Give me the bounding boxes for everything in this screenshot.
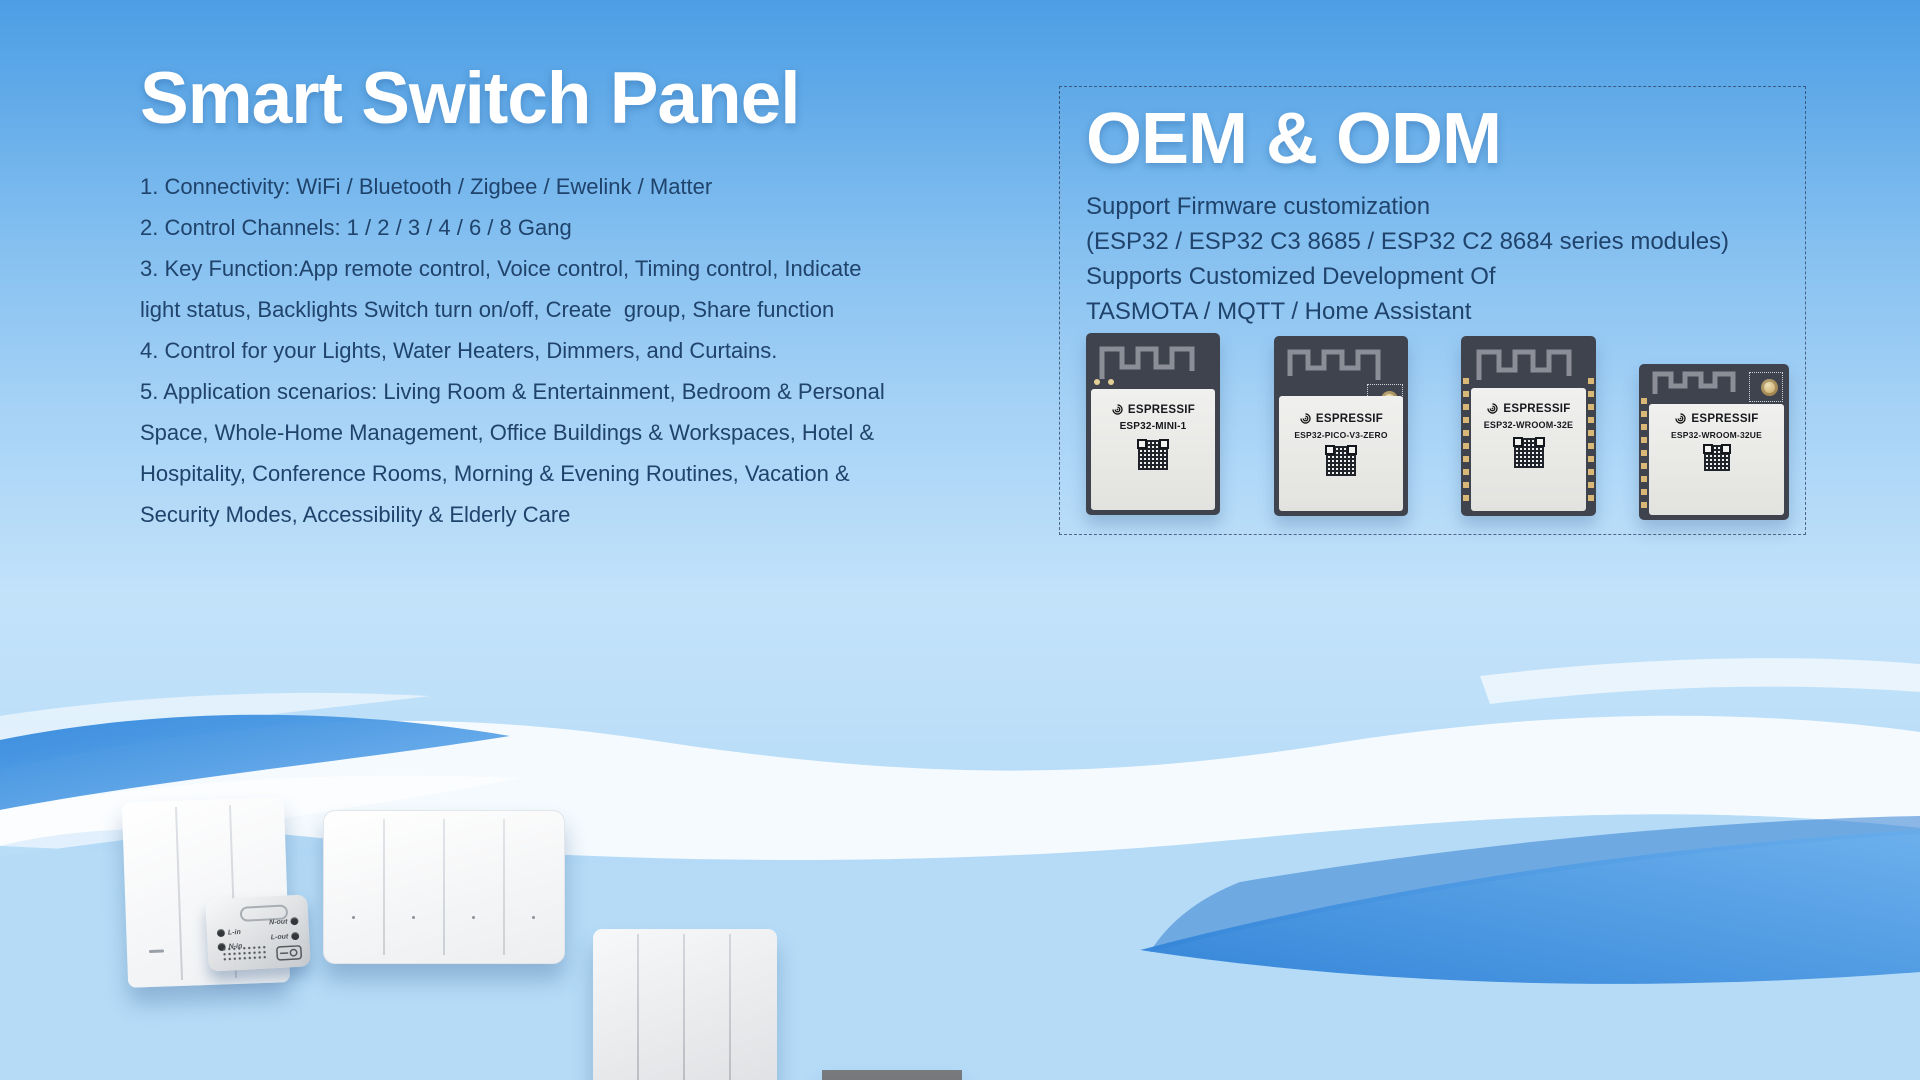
terminal: [216, 928, 226, 938]
module-name: ESP32-PICO-V3-ZERO: [1294, 430, 1388, 440]
feature-line: 3. Key Function:App remote control, Voic…: [140, 256, 862, 281]
page-title: Smart Switch Panel: [140, 58, 801, 139]
product-3gang-rocker-with-relay: L-in N-in N-out L-out: [121, 797, 325, 990]
module-shield: ESPRESSIF ESP32-MINI-1: [1091, 389, 1215, 510]
module-name: ESP32-MINI-1: [1119, 421, 1187, 432]
pcb-pad: [1108, 379, 1114, 385]
brand-label: ESPRESSIF: [1315, 412, 1384, 425]
espressif-logo-icon: [1487, 403, 1499, 414]
module-name: ESP32-WROOM-32E: [1483, 420, 1574, 430]
rocker-indicator: [412, 916, 415, 919]
feature-line: light status, Backlights Switch turn on/…: [140, 297, 835, 322]
oem-line: (ESP32 / ESP32 C3 8685 / ESP32 C2 8684 s…: [1086, 228, 1730, 255]
esp32-module-wroom-32e: ESPRESSIF ESP32-WROOM-32E: [1461, 336, 1596, 516]
feature-line: 2. Control Channels: 1 / 2 / 3 / 4 / 6 /…: [140, 215, 572, 240]
feature-line: Hospitality, Conference Rooms, Morning &…: [140, 461, 850, 486]
esp32-module-wroom-32ue: ESPRESSIF ESP32-WROOM-32UE: [1639, 364, 1789, 520]
espressif-logo-icon: [1300, 413, 1311, 424]
feature-line: Space, Whole-Home Management, Office Bui…: [140, 420, 875, 445]
product-4gang-backlit-panel: [593, 929, 777, 1080]
esp32-module-mini-1: ESPRESSIF ESP32-MINI-1: [1086, 333, 1220, 515]
feature-list: 1. Connectivity: WiFi / Bluetooth / Zigb…: [140, 166, 1000, 535]
espressif-logo-icon: [1675, 413, 1687, 424]
qr-code: [1137, 439, 1169, 470]
brand-label: ESPRESSIF: [1691, 412, 1759, 425]
oem-line: TASMOTA / MQTT / Home Assistant: [1086, 298, 1472, 325]
pcb-pad: [1094, 379, 1100, 385]
oem-line: Support Firmware customization: [1086, 193, 1431, 220]
rocker-indicator: [532, 916, 535, 919]
terminal-label: L-in: [227, 928, 241, 937]
castellated-pads: [1641, 398, 1647, 514]
feature-line: Security Modes, Accessibility & Elderly …: [140, 502, 571, 527]
hero-section: Smart Switch Panel 1. Connectivity: WiFi…: [140, 58, 1000, 535]
espressif-logo-icon: [1112, 404, 1123, 415]
qr-code: [1702, 444, 1731, 471]
feature-line: 1. Connectivity: WiFi / Bluetooth / Zigb…: [140, 174, 713, 199]
esp32-module-pico-v3-zero: ESPRESSIF ESP32-PICO-V3-ZERO: [1274, 336, 1408, 516]
oem-description: Support Firmware customization (ESP32 / …: [1086, 189, 1805, 329]
terminal: [290, 916, 299, 926]
module-shield: ESPRESSIF ESP32-PICO-V3-ZERO: [1279, 396, 1403, 511]
product-4gang-white-panel: [323, 810, 565, 964]
module-shield: ESPRESSIF ESP32-WROOM-32E: [1471, 388, 1586, 511]
rocker-indicator: [472, 916, 475, 919]
oem-title: OEM & ODM: [1086, 99, 1502, 179]
terminal: [291, 931, 300, 941]
pcb-antenna-icon: [1476, 349, 1572, 380]
pcb-antenna-icon: [1099, 346, 1195, 379]
castellated-pads: [1463, 378, 1469, 508]
qr-code: [1512, 437, 1545, 468]
terminal-label: L-out: [270, 933, 289, 942]
mini-relay-module: L-in N-in N-out L-out: [205, 894, 311, 972]
relay-grille: [221, 944, 267, 963]
ufl-antenna-connector: [1749, 372, 1783, 402]
qr-code: [1325, 445, 1357, 476]
rocker-indicator: [352, 916, 355, 919]
brand-label: ESPRESSIF: [1503, 402, 1571, 415]
product-4gang-dark-panel: Switch 1 Switch 1 Switch 1 Switch 1: [822, 1070, 962, 1080]
feature-line: 4. Control for your Lights, Water Heater…: [140, 338, 778, 363]
oem-odm-box: OEM & ODM Support Firmware customization…: [1059, 86, 1806, 535]
pcb-antenna-icon: [1652, 371, 1736, 394]
rocker-indicator: [148, 949, 165, 954]
brand-label: ESPRESSIF: [1127, 403, 1196, 416]
castellated-pads: [1588, 378, 1594, 508]
module-name: ESP32-WROOM-32UE: [1670, 430, 1763, 440]
pcb-antenna-icon: [1287, 349, 1381, 380]
oem-line: Supports Customized Development Of: [1086, 263, 1496, 290]
module-shield: ESPRESSIF ESP32-WROOM-32UE: [1649, 404, 1784, 515]
lamp-icon: [276, 945, 303, 961]
feature-line: 5. Application scenarios: Living Room & …: [140, 379, 885, 404]
terminal-label: N-out: [269, 918, 288, 927]
